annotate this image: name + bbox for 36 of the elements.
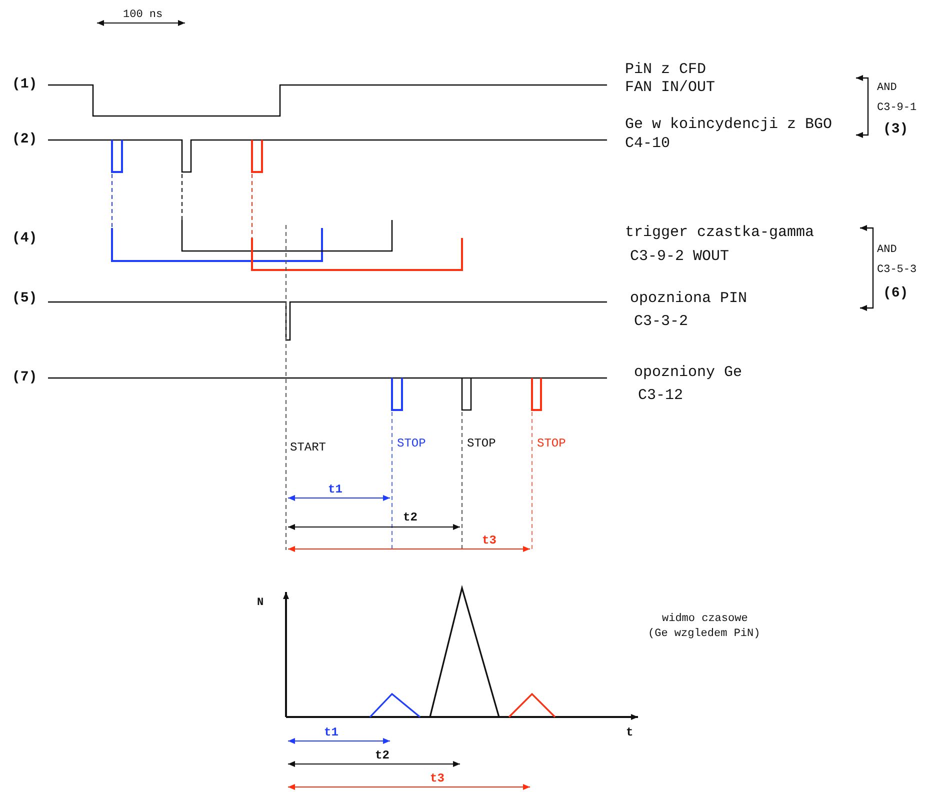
interval-label: t1 [328, 483, 342, 497]
interval-label: t3 [430, 772, 444, 786]
interval-label: t2 [375, 749, 390, 763]
signal-number: (3) [883, 122, 908, 138]
module-label: FAN IN/OUT [625, 80, 716, 96]
axis-label: N [257, 596, 264, 610]
signal-number: (4) [12, 231, 38, 247]
logic-label: AND [877, 244, 897, 256]
module-label: C4-10 [625, 136, 670, 152]
interval-label: t2 [403, 511, 418, 525]
interval-label: t1 [324, 726, 338, 740]
time-marker-label: START [290, 441, 326, 455]
time-marker-label: STOP [467, 437, 496, 451]
signal-number: (1) [12, 77, 38, 93]
time-marker-label: STOP [397, 437, 426, 451]
signal-number: (5) [12, 291, 38, 307]
signal-label: opozniony Ge [634, 364, 742, 382]
chart-title: (Ge wzgledem PiN) [648, 628, 760, 640]
signal-label: trigger czastka-gamma [625, 224, 814, 242]
time-marker-label: STOP [537, 437, 566, 451]
signal-number: (6) [883, 286, 908, 302]
signal-label: opozniona PIN [630, 290, 748, 308]
chart-title: widmo czasowe [662, 612, 748, 626]
scale-label: 100 ns [123, 8, 163, 22]
module-label: C3-9-2 WOUT [630, 248, 730, 266]
signal-number: (2) [12, 132, 38, 148]
interval-label: t3 [482, 534, 496, 548]
signal-number: (7) [12, 370, 38, 386]
module-label: C3-12 [638, 388, 684, 404]
signal-label: Ge w koincydencji z BGO [625, 116, 832, 134]
module-label: C3-9-1 [877, 102, 917, 114]
signal-label: PiN z CFD [625, 62, 706, 78]
module-label: C3-5-3 [877, 264, 917, 276]
axis-label: t [626, 726, 634, 740]
logic-label: AND [877, 82, 897, 94]
module-label: C3-3-2 [634, 314, 688, 330]
